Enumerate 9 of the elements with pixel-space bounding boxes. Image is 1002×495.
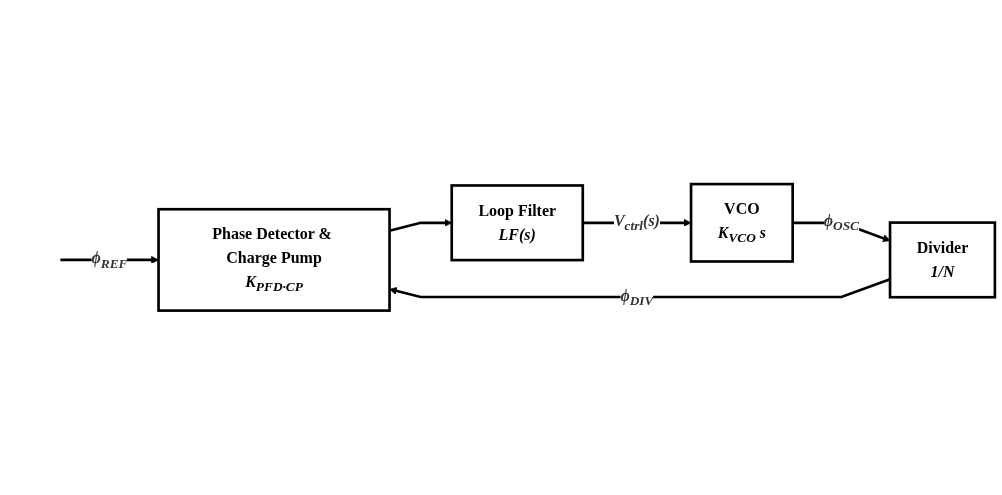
- edge-label: ϕ$_{OSC}$: [823, 212, 859, 234]
- edge-label: ϕ$_{DIV}$: [620, 286, 654, 308]
- node-box: Phase Detector & Charge Pump K$_{PFD·CP}$: [157, 208, 391, 313]
- edge-label: ϕ$_{REF}$: [91, 249, 128, 271]
- node-box: Loop Filter LF(s): [450, 184, 585, 262]
- node-box: VCO K$_{VCO}$ s: [689, 182, 794, 263]
- edge-label: V$_{ctrl}$(s): [613, 212, 660, 234]
- arrow: [389, 278, 891, 299]
- node-box: Divider 1/N: [888, 221, 997, 299]
